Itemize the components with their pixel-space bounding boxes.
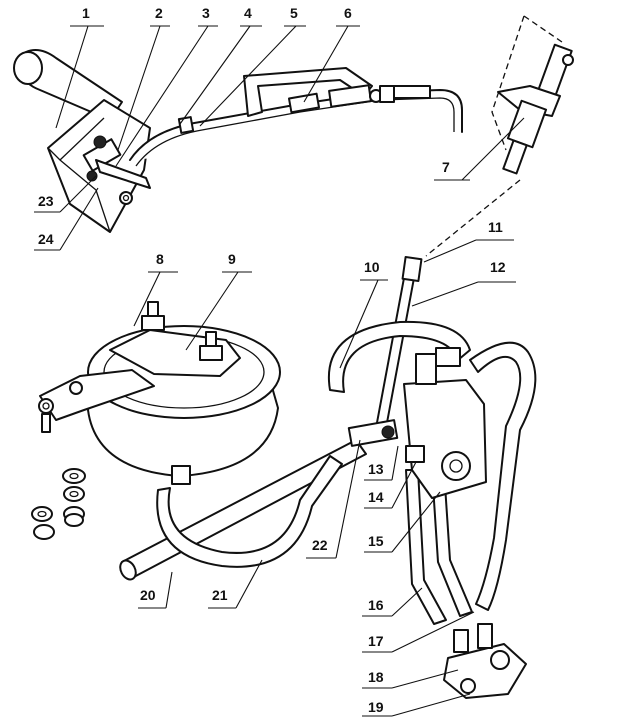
injector-valve — [425, 15, 574, 257]
callout-4: 4 — [244, 5, 252, 21]
callout-18: 18 — [368, 669, 384, 685]
callout-15: 15 — [368, 533, 384, 549]
vacuum-chamber — [38, 301, 281, 485]
callout-16: 16 — [368, 597, 384, 613]
callout-12: 12 — [490, 259, 506, 275]
callout-labels: 1 2 3 4 5 6 7 8 9 10 11 12 13 14 15 16 1… — [38, 5, 506, 715]
callout-21: 21 — [212, 587, 228, 603]
callout-5: 5 — [290, 5, 298, 21]
callout-13: 13 — [368, 461, 384, 477]
callout-22: 22 — [312, 537, 328, 553]
callout-8: 8 — [156, 251, 164, 267]
callout-11: 11 — [488, 219, 503, 235]
hand-lever-assembly — [13, 49, 151, 233]
callout-1: 1 — [82, 5, 90, 21]
leader-lines — [34, 25, 525, 717]
callout-19: 19 — [368, 699, 384, 715]
callout-10: 10 — [364, 259, 380, 275]
callout-7: 7 — [442, 159, 450, 175]
valve-body — [347, 347, 487, 499]
hose-21 — [156, 455, 343, 568]
callout-24: 24 — [38, 231, 54, 247]
washers-and-nuts — [31, 468, 86, 540]
callout-3: 3 — [202, 5, 210, 21]
callout-9: 9 — [228, 251, 236, 267]
throttle-cable — [129, 67, 463, 167]
pipe-fitting-flange — [443, 623, 527, 699]
callout-6: 6 — [344, 5, 352, 21]
callout-2: 2 — [155, 5, 163, 21]
callout-23: 23 — [38, 193, 54, 209]
callout-17: 17 — [368, 633, 384, 649]
callout-14: 14 — [368, 489, 384, 505]
callout-20: 20 — [140, 587, 156, 603]
